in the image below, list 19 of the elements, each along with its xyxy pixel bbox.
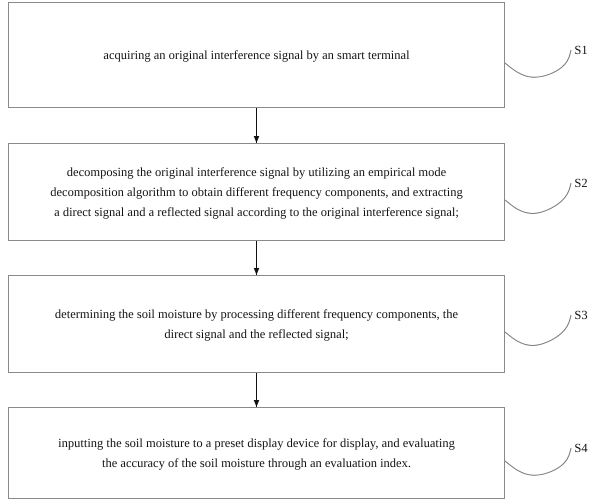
- process-box: [8, 275, 505, 373]
- step-text: determining the soil moisture by processing different frequency components, the direct signal and the reflected signal;: [54, 306, 460, 343]
- process-box: [8, 2, 505, 108]
- step-text: decomposing the original interference signal by utilizing an empirical mode decomposition algorithm to obtain different frequency components, and extracting a direct signal and a reflected signal according to the original interference signal;: [49, 164, 464, 221]
- step-label: S3: [574, 308, 588, 322]
- step-text: inputting the soil moisture to a preset display device for display, and evaluating the accuracy of the soil moisture through an evaluation index.: [57, 435, 456, 472]
- process-box: [8, 407, 505, 499]
- step-text: acquiring an original interference signal by an smart terminal: [102, 47, 411, 64]
- leader-line: [504, 50, 572, 78]
- process-box: [8, 143, 505, 241]
- leader-line: [504, 448, 572, 476]
- leader-line: [504, 182, 572, 214]
- step-label: S1: [574, 42, 588, 58]
- arrow: [254, 240, 260, 276]
- step-label: S4: [574, 440, 588, 456]
- step-label: S2: [574, 176, 588, 190]
- arrow: [254, 372, 260, 408]
- arrow: [254, 108, 260, 144]
- leader-line: [504, 314, 572, 346]
